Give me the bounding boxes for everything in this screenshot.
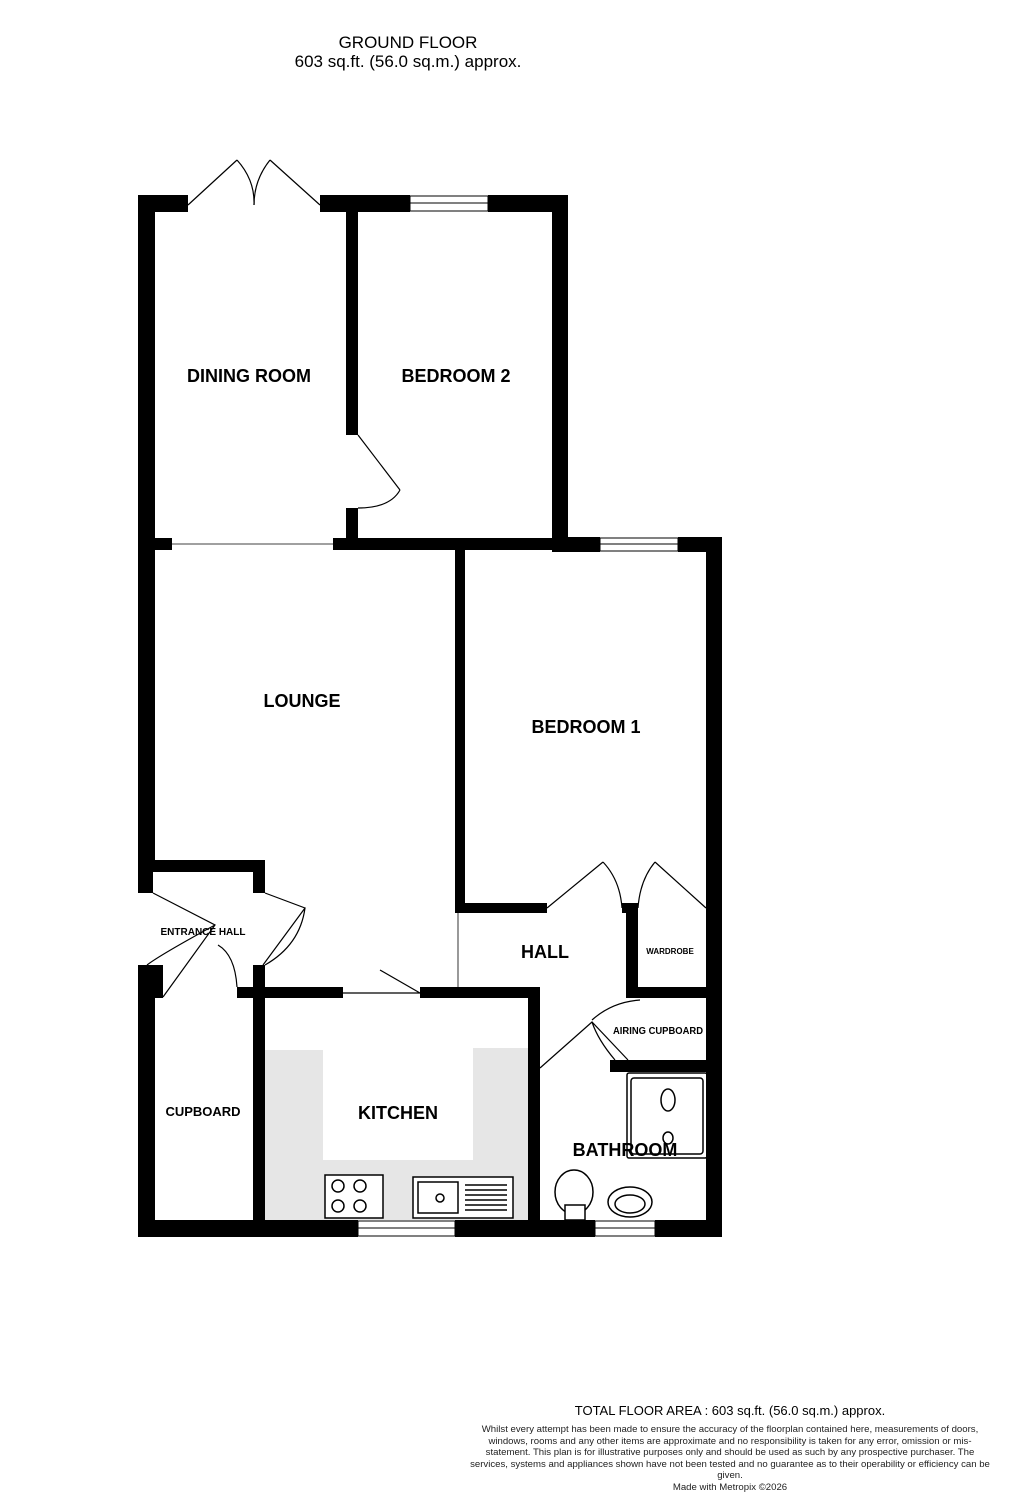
walls (138, 195, 722, 1237)
disclaimer-text: Whilst every attempt has been made to en… (470, 1424, 990, 1481)
label-cupboard: CUPBOARD (165, 1104, 240, 1119)
label-bedroom-1: BEDROOM 1 (531, 717, 640, 737)
credit: Made with Metropix ©2026 (672, 1481, 788, 1493)
total-floor-area: TOTAL FLOOR AREA : 603 sq.ft. (56.0 sq.m… (574, 1403, 886, 1418)
windows (357, 195, 679, 1237)
label-bathroom: BATHROOM (573, 1140, 678, 1160)
disclaimer: Whilst every attempt has been made to en… (470, 1424, 990, 1493)
floor-area: 603 sq.ft. (56.0 sq.m.) approx. (294, 52, 522, 71)
label-entrance-hall: ENTRANCE HALL (161, 927, 246, 938)
room-labels: DINING ROOM BEDROOM 2 LOUNGE BEDROOM 1 E… (161, 366, 695, 1123)
toilet (554, 1169, 594, 1221)
wash-basin (607, 1186, 653, 1218)
sink (412, 1176, 514, 1219)
label-bedroom-2: BEDROOM 2 (401, 366, 510, 386)
doors (146, 159, 707, 1069)
floor-title: GROUND FLOOR (338, 33, 478, 52)
label-hall: HALL (521, 942, 569, 962)
label-wardrobe: WARDROBE (646, 947, 694, 956)
label-lounge: LOUNGE (263, 691, 340, 711)
label-airing-cupboard: AIRING CUPBOARD (613, 1026, 703, 1037)
label-dining-room: DINING ROOM (187, 366, 311, 386)
hob (324, 1174, 384, 1219)
label-kitchen: KITCHEN (358, 1103, 438, 1123)
